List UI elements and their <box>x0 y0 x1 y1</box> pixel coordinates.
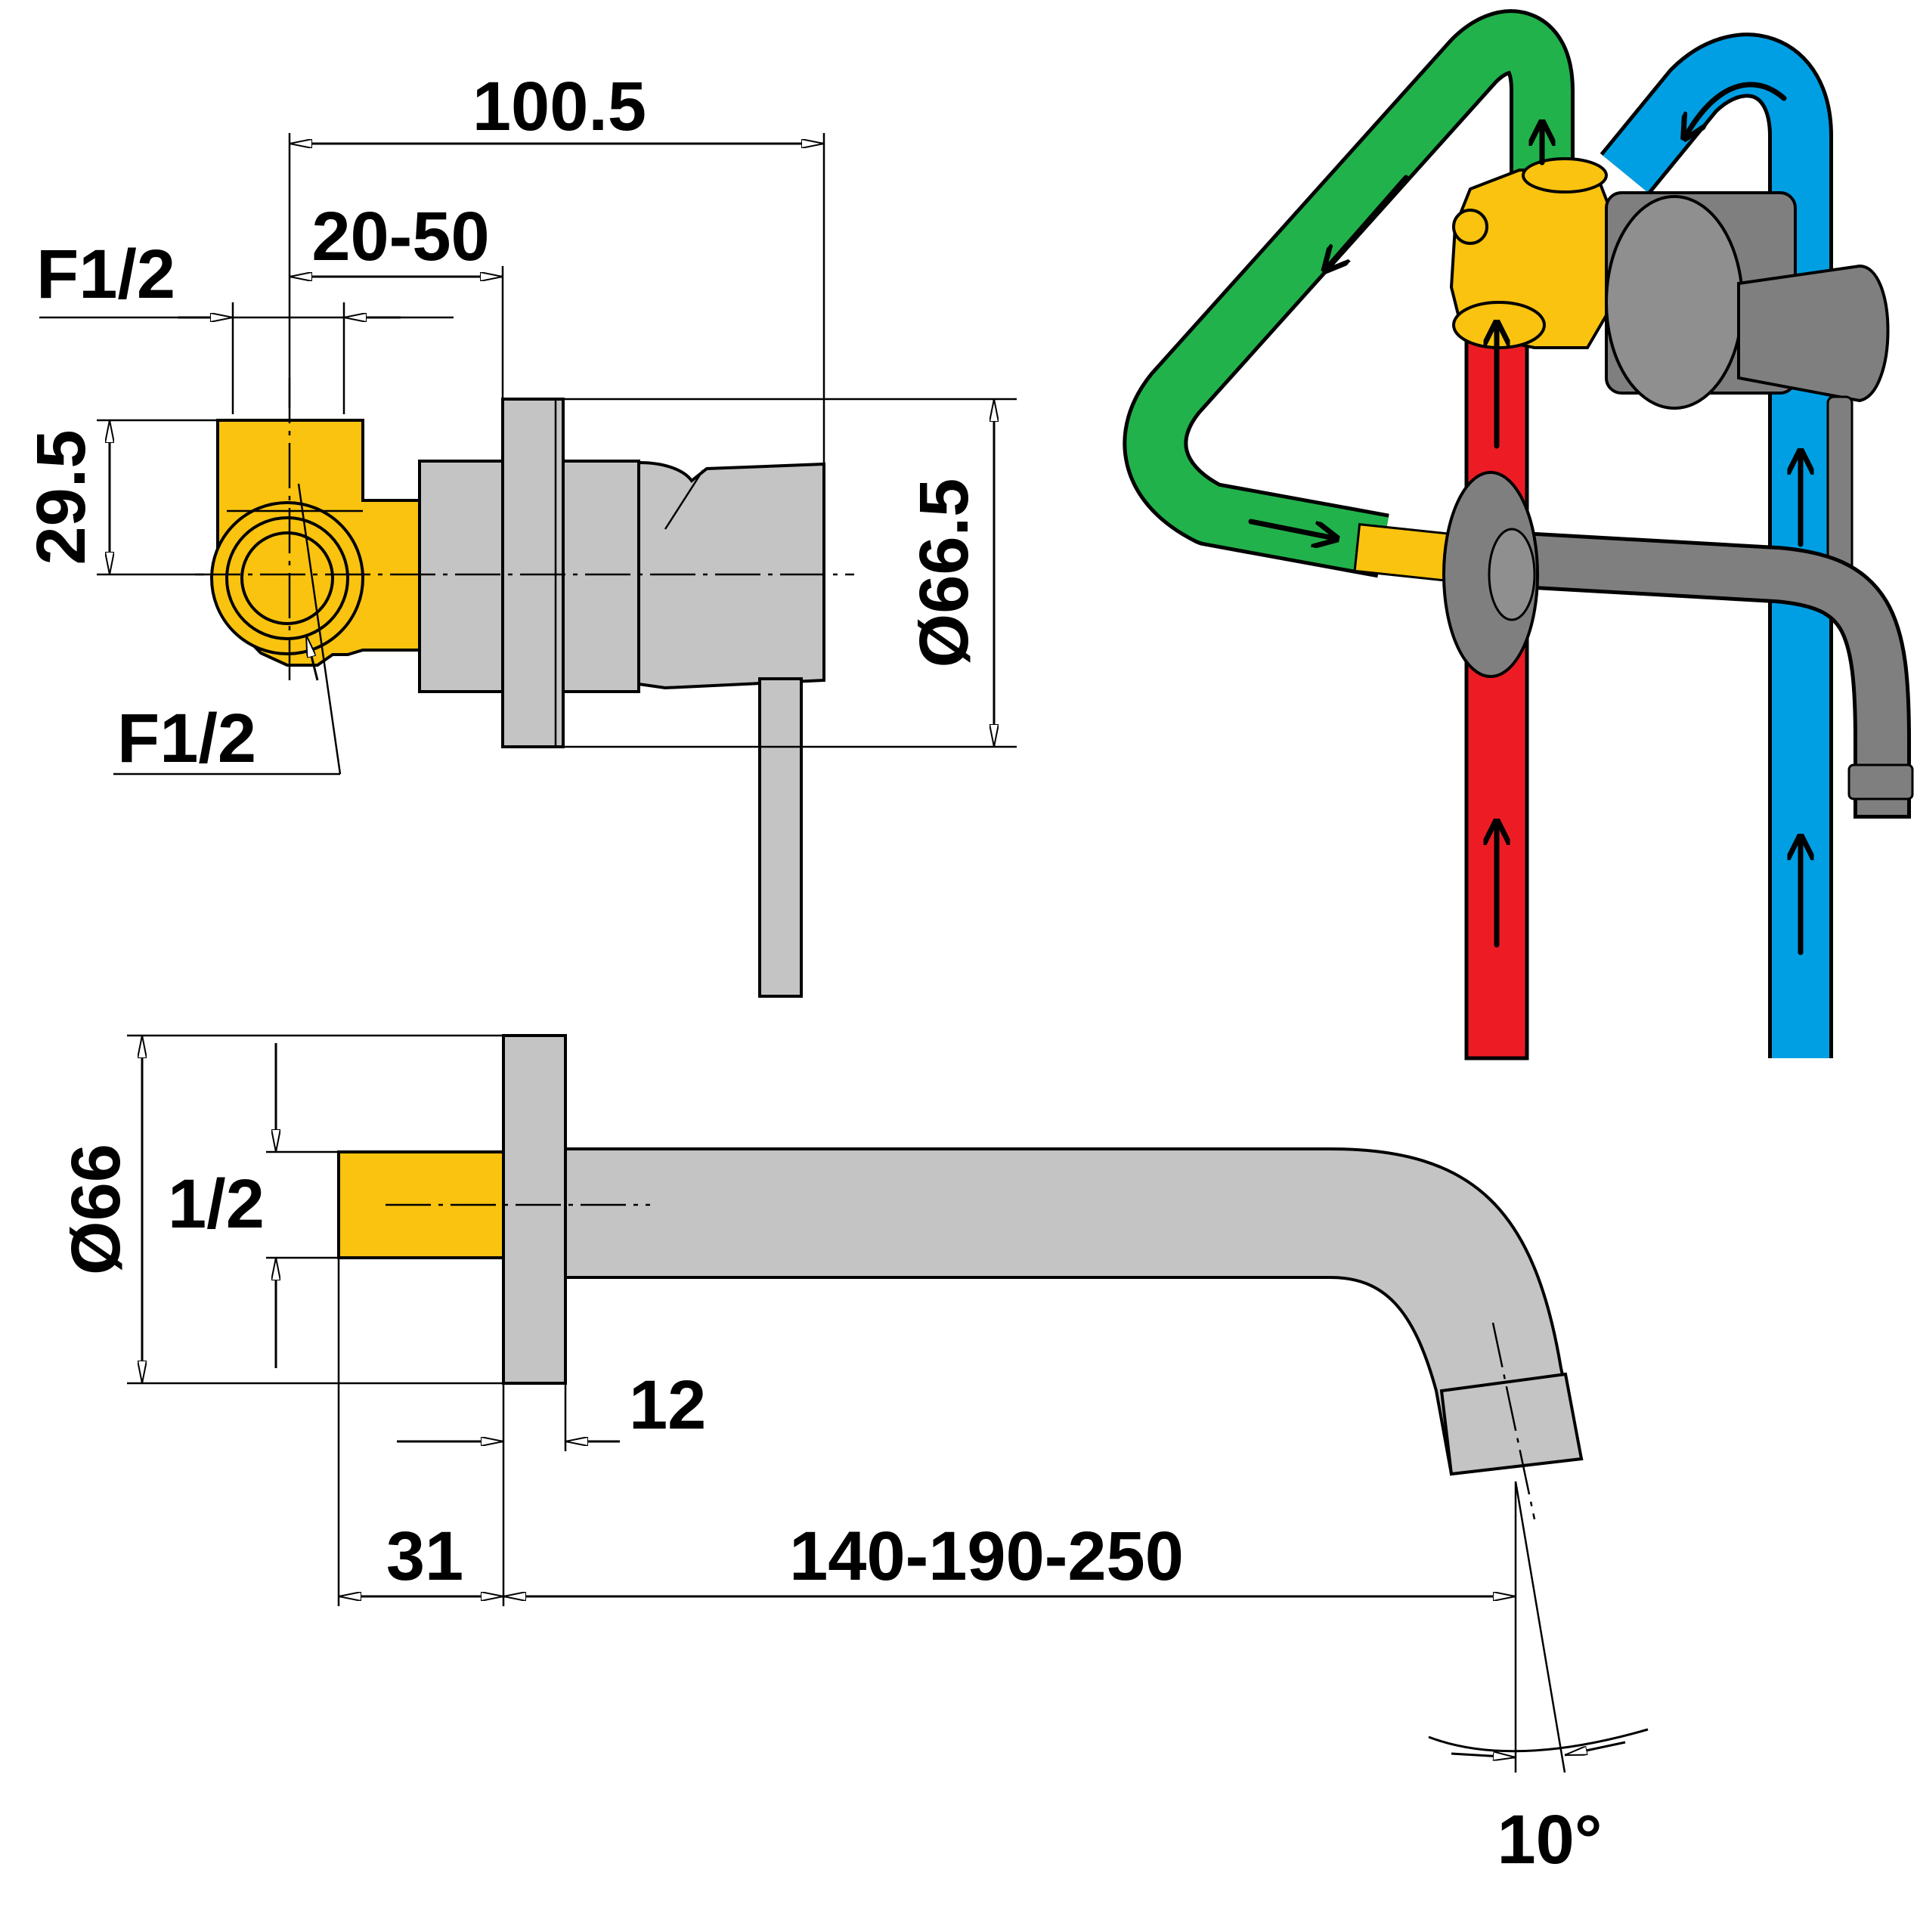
spout-side-view: Ø66 1/2 12 31 140-190-250 <box>57 1034 1649 1878</box>
dim-spout-reach: 140-190-250 <box>503 1482 1517 1773</box>
label-inlet-thread-top: F1/2 <box>36 236 175 313</box>
rear-collar <box>418 460 504 693</box>
spout-escutcheon <box>502 1034 567 1385</box>
label-inlet-thread-bottom: F1/2 <box>117 700 256 777</box>
label-spout-escutcheon-diameter: Ø66 <box>57 1144 135 1275</box>
lever <box>758 677 803 998</box>
dim-inlet-thread-bottom: F1/2 <box>113 483 342 777</box>
mixer-handle <box>418 398 825 998</box>
dim-thread-size: 1/2 <box>168 1043 339 1368</box>
spout-threaded-nipple <box>1353 523 1455 583</box>
dim-escutcheon-diameter: Ø66.5 <box>563 398 1017 748</box>
dim-spout-escutcheon-diameter: Ø66 <box>57 1034 503 1385</box>
label-outlet-angle: 10° <box>1497 1801 1602 1878</box>
label-overall-length: 100.5 <box>472 68 646 145</box>
label-thread-size: 1/2 <box>168 1166 265 1243</box>
label-escutcheon-diameter: Ø66.5 <box>906 478 983 668</box>
spout-arm <box>564 1147 1584 1476</box>
mixer-side-view: 100.5 20-50 F1/2 29.5 <box>23 68 1017 998</box>
dim-outlet-angle: 10° <box>1428 1481 1649 1878</box>
flow-schematic <box>1123 9 1914 1060</box>
inlet-port-inner <box>240 531 334 625</box>
dim-overall-length: 100.5 <box>288 68 825 464</box>
dim-wall-depth: 20-50 <box>290 198 504 399</box>
dim-thread-length: 31 <box>337 1258 505 1606</box>
label-body-height: 29.5 <box>23 429 100 565</box>
label-spout-reach: 140-190-250 <box>789 1518 1184 1595</box>
dim-escutcheon-thickness: 12 <box>397 1367 706 1451</box>
dim-body-height: 29.5 <box>23 419 227 576</box>
flow-spout <box>1442 471 1914 819</box>
brass-valve-body <box>210 419 421 667</box>
dim-inlet-thread-top: F1/2 <box>36 236 454 414</box>
escutcheon-plate <box>501 398 565 748</box>
label-thread-length: 31 <box>386 1518 463 1595</box>
flow-direction-arrows <box>1248 82 1801 955</box>
flow-mixer-handle <box>1605 191 1890 599</box>
label-escutcheon-thickness: 12 <box>629 1367 706 1444</box>
handle-base <box>562 460 640 693</box>
label-wall-depth: 20-50 <box>311 198 489 275</box>
flow-valve-body <box>1449 157 1615 349</box>
